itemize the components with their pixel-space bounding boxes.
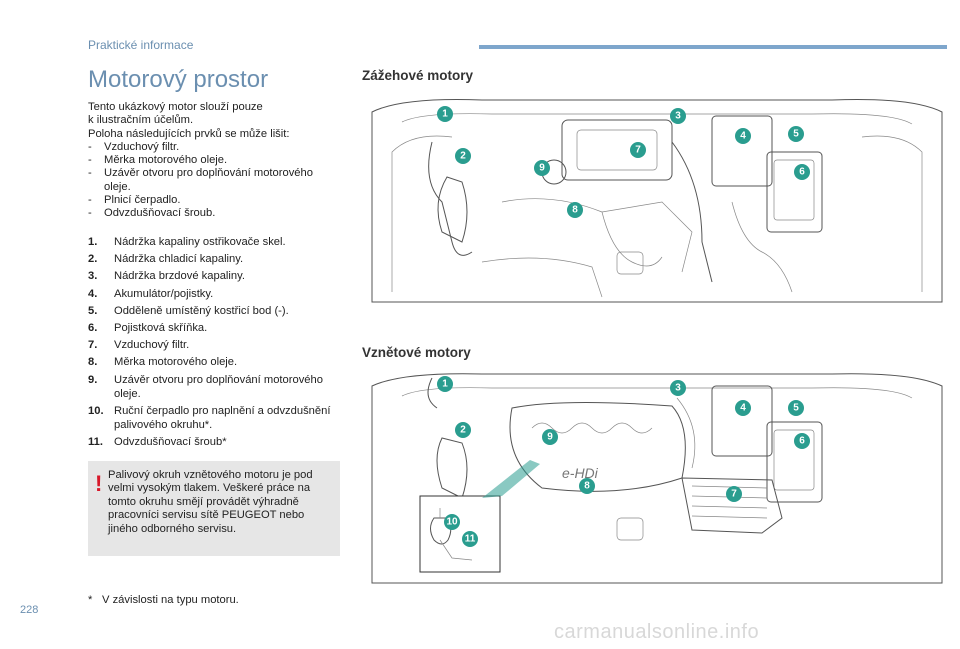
intro-line: k ilustračním účelům.	[88, 114, 194, 127]
svg-text:8: 8	[584, 481, 590, 492]
svg-text:7: 7	[731, 489, 737, 500]
callout-badge: 2	[455, 148, 471, 164]
petrol-section-title: Zážehové motory	[362, 68, 474, 83]
diesel-engine-illustration: e-HDi 1 2 3 4 5 6 7 8 9 10 11	[371, 373, 943, 584]
svg-text:1: 1	[442, 379, 448, 390]
svg-text:9: 9	[539, 163, 545, 174]
footnote-text: V závislosti na typu motoru.	[102, 594, 239, 606]
callout-badge: 11	[462, 531, 478, 547]
svg-text:7: 7	[635, 145, 641, 156]
callout-badge: 5	[788, 126, 804, 142]
footnote-star: *	[88, 594, 93, 606]
callout-badge: 3	[670, 380, 686, 396]
svg-text:6: 6	[799, 167, 805, 178]
callout-badge: 4	[735, 128, 751, 144]
intro-line: Tento ukázkový motor slouží pouze	[88, 101, 263, 113]
svg-text:2: 2	[460, 425, 466, 436]
intro-bullet: -Uzávěr otvoru pro doplňování motorového…	[88, 167, 313, 193]
svg-text:2: 2	[460, 151, 466, 162]
callout-badge: 8	[567, 202, 583, 218]
diesel-section-title: Vznětové motory	[362, 345, 471, 360]
svg-text:10: 10	[446, 517, 458, 528]
callout-badge: 2	[455, 422, 471, 438]
callout-badge: 4	[735, 400, 751, 416]
svg-text:4: 4	[740, 131, 746, 142]
callout-badge: 5	[788, 400, 804, 416]
svg-text:5: 5	[793, 129, 799, 140]
list-item: 9.Uzávěr otvoru pro doplňování motorovéh…	[88, 373, 323, 400]
svg-text:6: 6	[799, 436, 805, 447]
intro-text: Tento ukázkový motor slouží pouze k ilus…	[88, 101, 338, 221]
warning-icon: !	[95, 471, 103, 496]
callout-badge: 9	[534, 160, 550, 176]
list-item: 6.Pojistková skříňka.	[88, 321, 208, 334]
section-header-label: Praktické informace	[88, 38, 194, 52]
page-number: 228	[20, 604, 39, 616]
list-item: 3.Nádržka brzdové kapaliny.	[88, 270, 245, 283]
callout-badge: 6	[794, 433, 810, 449]
callout-badge: 10	[444, 514, 460, 530]
intro-line: Poloha následujících prvků se může lišit…	[88, 127, 290, 140]
intro-bullet: -Odvzdušňovací šroub.	[88, 207, 216, 220]
list-item: 4.Akumulátor/pojistky.	[88, 287, 214, 300]
svg-text:9: 9	[547, 432, 553, 443]
list-item: 7.Vzduchový filtr.	[88, 339, 190, 352]
petrol-engine-illustration: 1 2 3 4 5 6 7 8 9	[371, 99, 943, 303]
page-title: Motorový prostor	[88, 66, 269, 93]
header-bar	[479, 45, 947, 49]
list-item: 1.Nádržka kapaliny ostřikovače skel.	[88, 236, 286, 248]
callout-badge: 7	[726, 486, 742, 502]
svg-text:3: 3	[675, 383, 681, 394]
list-item: 5.Odděleně umístěný kostřicí bod (-).	[88, 304, 289, 317]
callout-badge: 3	[670, 108, 686, 124]
list-item: 11.Odvzdušňovací šroub*	[88, 435, 227, 448]
svg-text:3: 3	[675, 111, 681, 122]
intro-bullet: -Plnicí čerpadlo.	[88, 194, 181, 207]
svg-text:1: 1	[442, 109, 448, 120]
callout-badge: 1	[437, 376, 453, 392]
component-list: 1.Nádržka kapaliny ostřikovače skel. 2.N…	[88, 235, 340, 452]
callout-badge: 1	[437, 106, 453, 122]
list-item: 2.Nádržka chladicí kapaliny.	[88, 253, 244, 266]
list-item: 10.Ruční čerpadlo pro naplnění a odvzduš…	[88, 404, 331, 431]
ehdi-logo: e-HDi	[562, 465, 599, 481]
svg-text:8: 8	[572, 205, 578, 216]
callout-badge: 6	[794, 164, 810, 180]
svg-text:11: 11	[465, 534, 476, 545]
svg-text:5: 5	[793, 403, 799, 414]
svg-text:4: 4	[740, 403, 746, 414]
list-item: 8.Měrka motorového oleje.	[88, 356, 238, 369]
intro-bullet: -Vzduchový filtr.	[88, 140, 180, 153]
callout-badge: 9	[542, 429, 558, 445]
footnote: * V závislosti na typu motoru.	[88, 594, 239, 606]
watermark: carmanualsonline.info	[554, 621, 760, 643]
warning-text: Palivový okruh vznětového motoru je pod …	[108, 469, 313, 535]
warning-box: ! Palivový okruh vznětového motoru je po…	[88, 461, 340, 556]
intro-bullet: -Měrka motorového oleje.	[88, 154, 228, 167]
callout-badge: 7	[630, 142, 646, 158]
callout-badge: 8	[579, 478, 595, 494]
